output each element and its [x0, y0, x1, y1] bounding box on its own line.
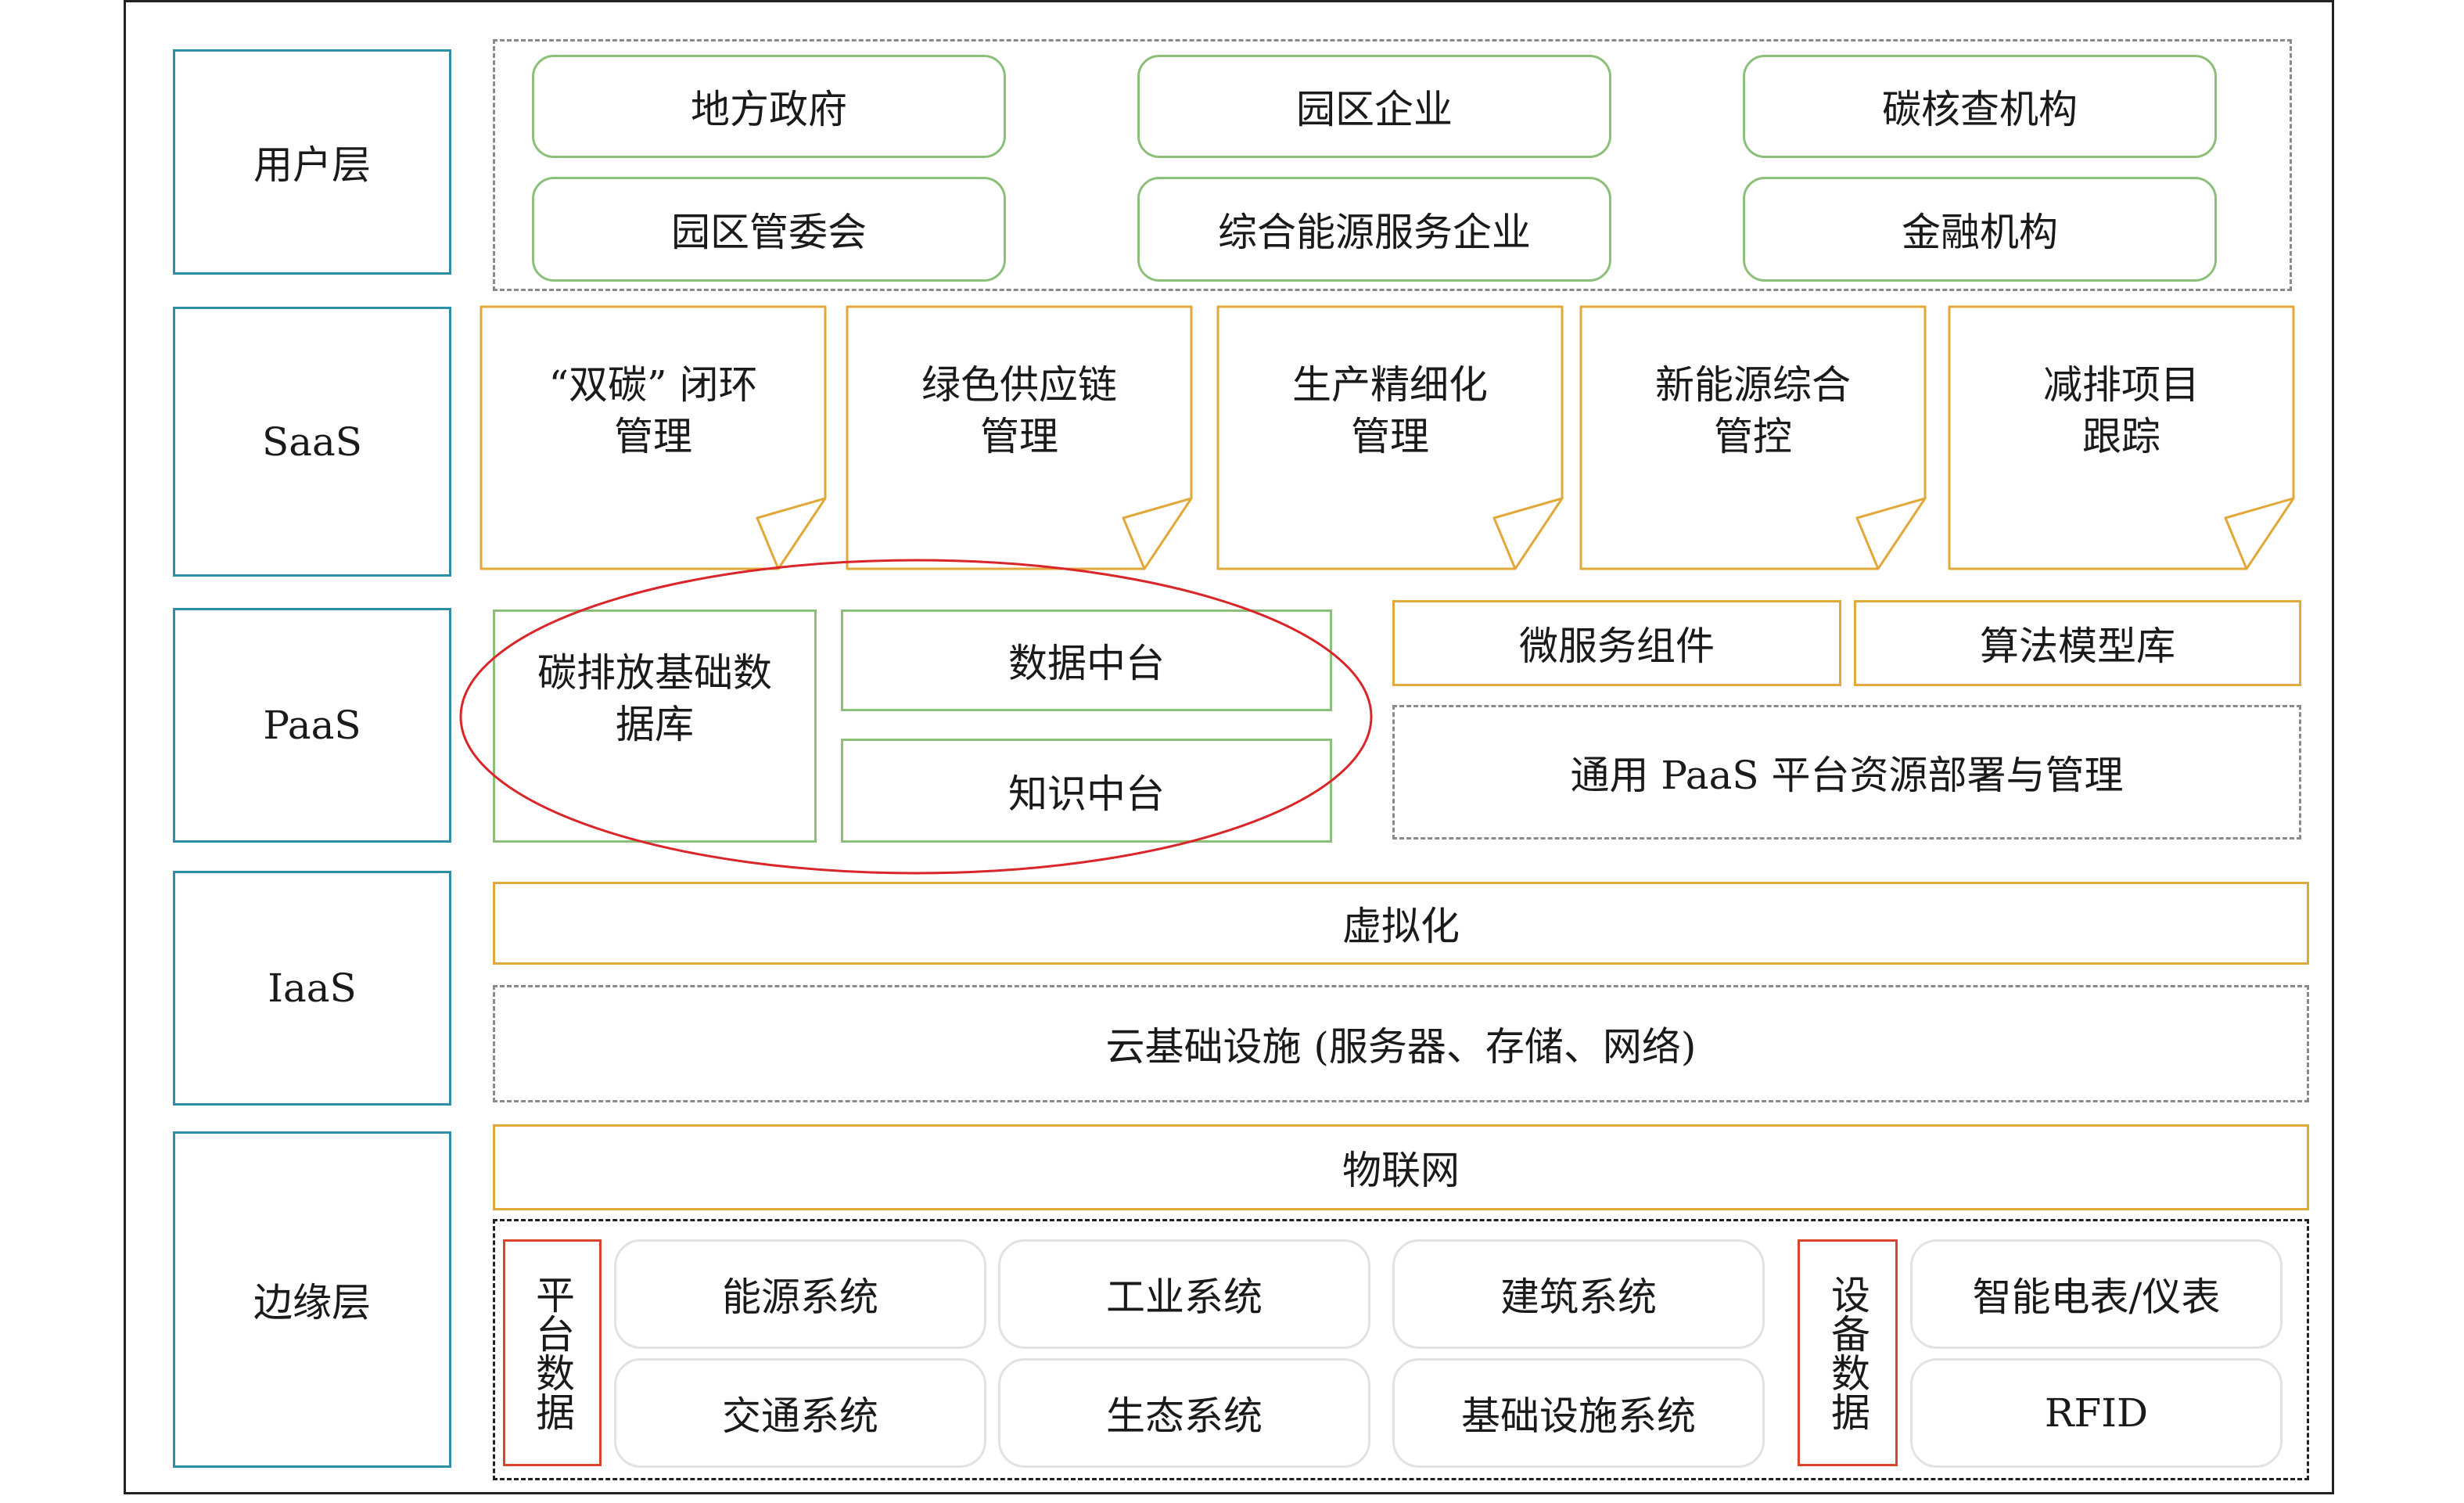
paas-data-center: 数据中台 — [841, 609, 1332, 711]
saas-note-new-energy — [1579, 305, 1927, 570]
edge-system-infrastructure: 基础设施系统 — [1392, 1358, 1765, 1468]
user-finance: 金融机构 — [1743, 177, 2217, 282]
edge-system-ecology: 生态系统 — [998, 1358, 1370, 1468]
edge-device-data-label: 设备数据 — [1798, 1239, 1898, 1466]
user-park-enterprise: 园区企业 — [1137, 55, 1611, 158]
edge-system-energy: 能源系统 — [614, 1239, 986, 1349]
iaas-cloud-infrastructure: 云基础设施 (服务器、存储、网络) — [493, 985, 2309, 1102]
layer-saas: SaaS — [173, 307, 451, 577]
user-energy-service: 综合能源服务企业 — [1137, 177, 1611, 282]
edge-device-smart-meter: 智能电表/仪表 — [1910, 1239, 2283, 1349]
edge-data-container — [493, 1219, 2309, 1480]
layer-user: 用户层 — [173, 49, 451, 275]
saas-note-production — [1216, 305, 1564, 570]
edge-device-rfid: RFID — [1910, 1358, 2283, 1468]
edge-iot: 物联网 — [493, 1124, 2309, 1210]
user-park-committee: 园区管委会 — [532, 177, 1006, 282]
saas-note-double-carbon — [480, 305, 827, 570]
saas-green-supply-text: 绿色供应链 管理 — [921, 361, 1117, 459]
paas-microservice: 微服务组件 — [1392, 600, 1841, 686]
edge-platform-data-label: 平台数据 — [503, 1239, 602, 1466]
paas-knowledge-center: 知识中台 — [841, 739, 1332, 843]
diagram-frame — [124, 0, 2334, 1494]
user-local-government: 地方政府 — [532, 55, 1006, 158]
saas-emission-project-text: 减排项目 跟踪 — [2043, 361, 2200, 459]
paas-carbon-database: 碳排放基础数 据库 — [493, 609, 817, 843]
saas-double-carbon-text: “双碳” 闭环 管理 — [548, 361, 758, 459]
saas-note-emission-project — [1948, 305, 2295, 570]
saas-note-green-supply — [846, 305, 1193, 570]
paas-general-platform: 通用 PaaS 平台资源部署与管理 — [1392, 705, 2301, 840]
user-layer-container — [493, 39, 2292, 291]
edge-system-industry: 工业系统 — [998, 1239, 1370, 1349]
layer-iaas: IaaS — [173, 871, 451, 1106]
user-carbon-verifier: 碳核查机构 — [1743, 55, 2217, 158]
saas-production-text: 生产精细化 管理 — [1292, 361, 1488, 459]
edge-system-transport: 交通系统 — [614, 1358, 986, 1468]
edge-system-building: 建筑系统 — [1392, 1239, 1765, 1349]
layer-paas: PaaS — [173, 608, 451, 843]
saas-new-energy-text: 新能源综合 管控 — [1655, 361, 1851, 459]
paas-algorithm-library: 算法模型库 — [1854, 600, 2301, 686]
paas-highlight-ellipse — [459, 559, 1373, 875]
iaas-virtualization: 虚拟化 — [493, 882, 2309, 965]
layer-edge: 边缘层 — [173, 1131, 451, 1468]
